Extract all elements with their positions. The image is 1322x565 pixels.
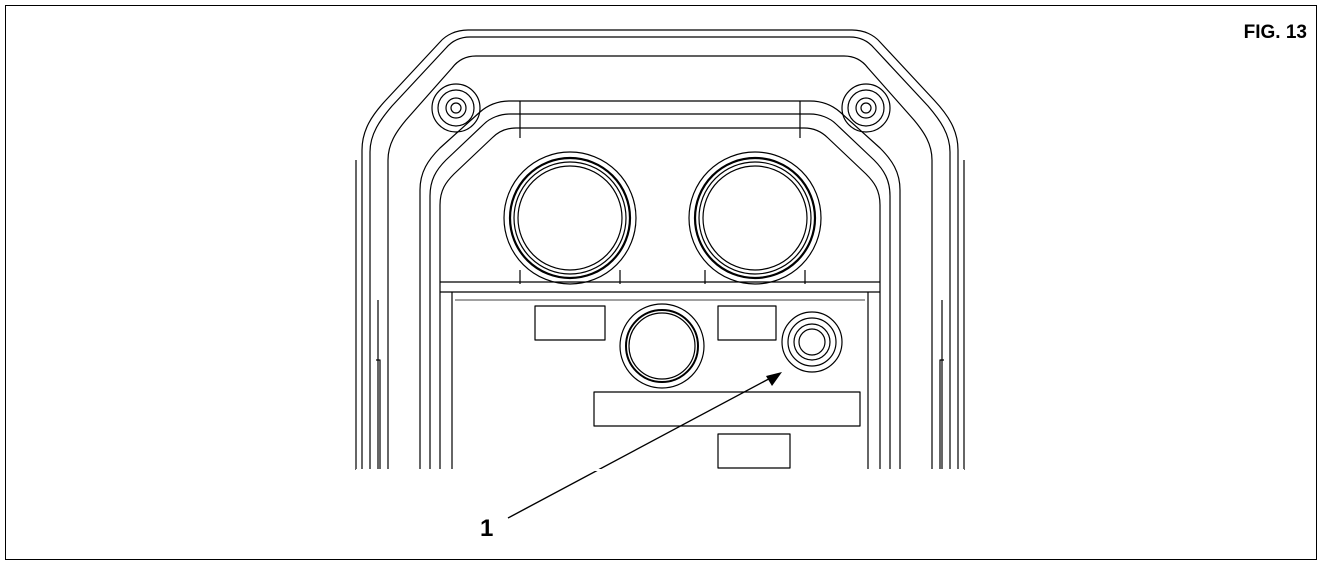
figure-label: FIG. 13 [1243, 22, 1307, 43]
front-panel-housing [355, 29, 965, 470]
small-round-connector [781, 311, 843, 373]
left-mounting-screw [431, 83, 481, 133]
right-mounting-screw [841, 83, 891, 133]
callout-number-1: 1 [480, 515, 494, 542]
left-large-socket [503, 151, 637, 285]
center-round-connector [619, 303, 705, 389]
right-large-socket [688, 151, 822, 285]
label-plates [534, 305, 861, 469]
callout-1-leader [507, 372, 782, 519]
